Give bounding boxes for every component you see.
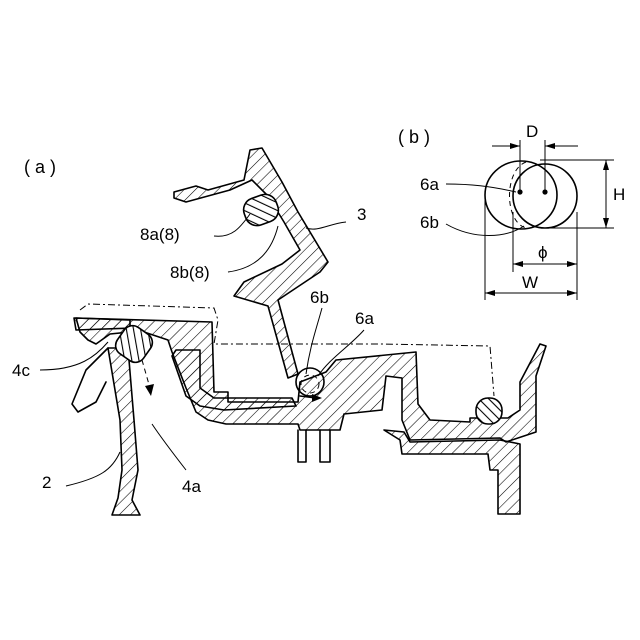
- label-2: 2: [42, 473, 51, 492]
- label-D: D: [526, 122, 538, 141]
- panel-b: ( b ) D H: [398, 122, 625, 300]
- cord-section-6a: [485, 161, 557, 229]
- panel-a-label: ( a ): [24, 157, 56, 177]
- label-8a: 8a(8): [140, 225, 180, 244]
- label-3: 3: [357, 205, 366, 224]
- label-b-6b: 6b: [420, 213, 439, 232]
- flow-arrow-left: [142, 360, 150, 388]
- leader-b-6a: [446, 184, 516, 192]
- label-6a: 6a: [355, 309, 374, 328]
- center-6a: [517, 189, 522, 194]
- label-4a: 4a: [182, 477, 201, 496]
- label-H: H: [613, 185, 625, 204]
- label-4c: 4c: [12, 361, 30, 380]
- center-6b: [542, 189, 547, 194]
- panel-a: ( a ): [12, 148, 546, 515]
- seal-right: [476, 398, 502, 424]
- panel-b-label: ( b ): [398, 127, 430, 147]
- label-8b: 8b(8): [170, 263, 210, 282]
- flow-arrow-head: [145, 384, 154, 396]
- label-6b: 6b: [310, 288, 329, 307]
- body-wall-2: [72, 348, 140, 515]
- label-b-6a: 6a: [420, 175, 439, 194]
- label-W: W: [522, 273, 538, 292]
- label-phi: ϕ: [538, 243, 548, 262]
